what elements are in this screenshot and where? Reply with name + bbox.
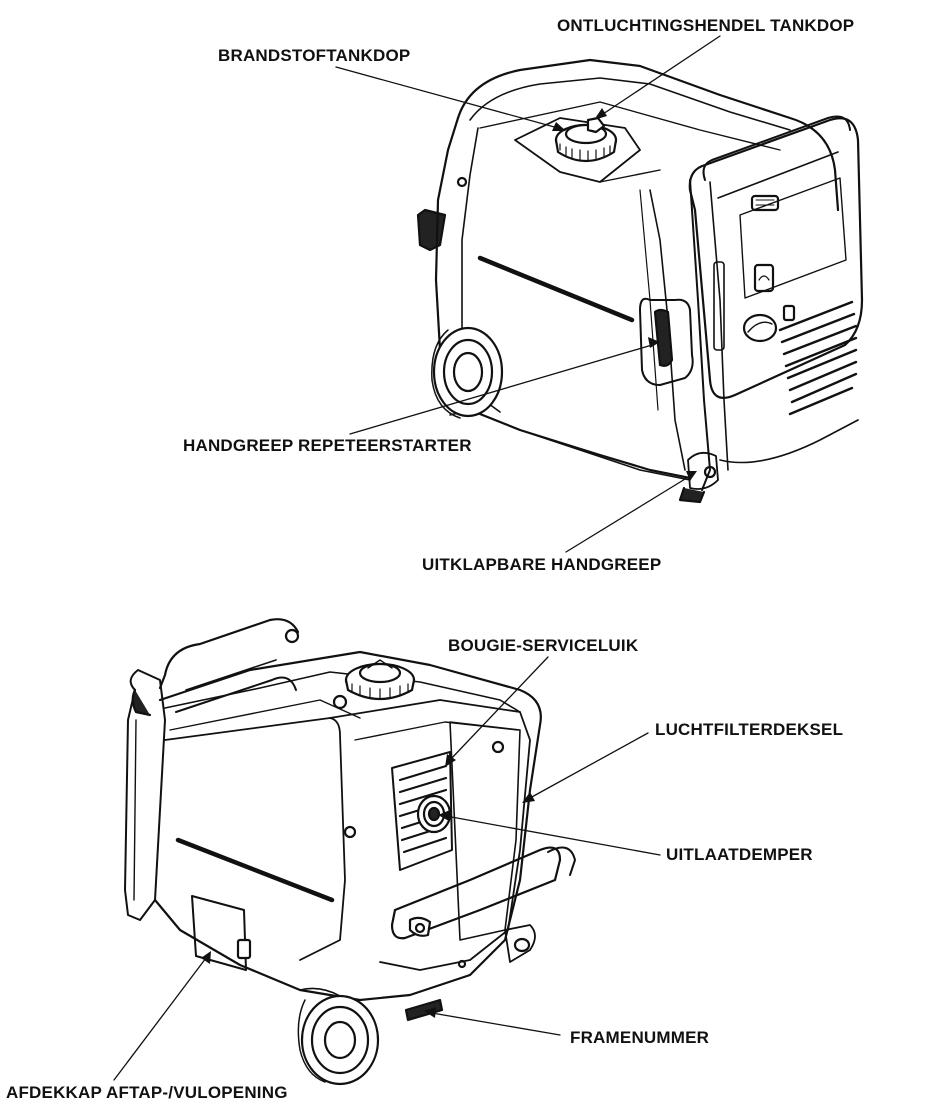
label-drain-cover: AFDEKKAP AFTAP-/VULOPENING (6, 1083, 288, 1102)
label-fold-handle: UITKLAPBARE HANDGREEP (422, 555, 662, 574)
generator-rear-view (124, 618, 576, 1086)
label-air-filter-cover: LUCHTFILTERDEKSEL (655, 720, 844, 739)
leader-lines (113, 35, 721, 1081)
label-spark-plug-door: BOUGIE-SERVICELUIK (448, 636, 639, 655)
label-muffler: UITLAATDEMPER (666, 845, 813, 864)
label-recoil-grip: HANDGREEP REPETEERSTARTER (183, 436, 472, 455)
label-fuel-cap: BRANDSTOFTANKDOP (218, 46, 411, 65)
label-frame-number: FRAMENUMMER (570, 1028, 710, 1047)
label-vent-lever: ONTLUCHTINGSHENDEL TANKDOP (557, 16, 855, 35)
generator-front-view (416, 58, 864, 504)
